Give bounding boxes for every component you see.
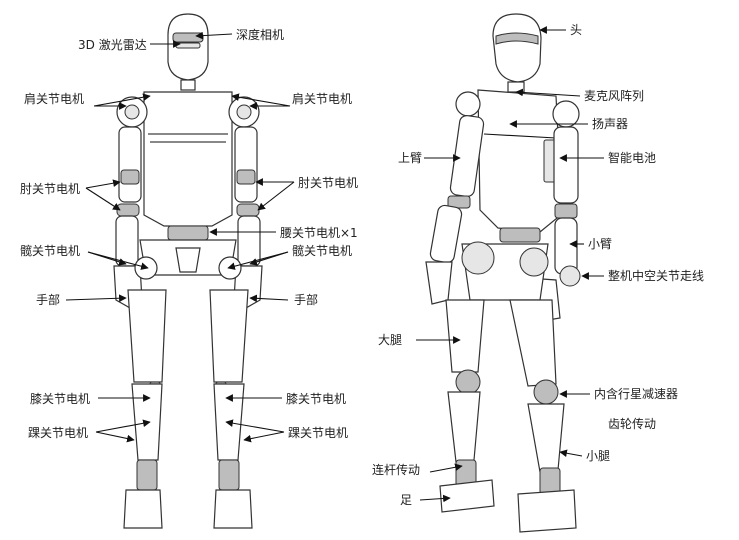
label-knee-left: 膝关节电机 — [30, 392, 91, 406]
label-shoulder-left: 肩关节电机 — [24, 92, 85, 106]
label-hollow-joint: 整机中空关节走线 — [608, 269, 705, 283]
label-hip-right: 髋关节电机 — [292, 244, 353, 258]
label-hand-right: 手部 — [294, 293, 319, 307]
label-linkage: 连杆传动 — [372, 463, 421, 477]
label-ankle-right: 踝关节电机 — [288, 426, 349, 440]
label-depth-camera: 深度相机 — [236, 28, 285, 42]
label-upper-arm: 上臂 — [398, 151, 423, 165]
label-gear-drive: 齿轮传动 — [608, 417, 657, 431]
label-elbow-left: 肘关节电机 — [20, 182, 81, 196]
label-knee-right: 膝关节电机 — [286, 392, 347, 406]
label-calf: 小腿 — [586, 449, 611, 463]
label-elbow-right: 肘关节电机 — [298, 176, 359, 190]
label-3d-lidar: 3D 激光雷达 — [78, 38, 147, 52]
label-forearm: 小臂 — [588, 237, 613, 251]
label-hand-left: 手部 — [36, 293, 61, 307]
label-planetary-reducer: 内含行星减速器 — [594, 387, 679, 401]
label-hip-left: 髋关节电机 — [20, 244, 81, 258]
side-leaders — [416, 26, 604, 503]
front-robot — [113, 13, 263, 529]
label-speaker: 扬声器 — [592, 117, 629, 131]
label-shoulder-right: 肩关节电机 — [292, 92, 353, 106]
label-mic-array: 麦克风阵列 — [584, 89, 645, 103]
label-smart-battery: 智能电池 — [608, 151, 657, 165]
label-foot: 足 — [400, 493, 413, 507]
label-head: 头 — [570, 23, 583, 37]
label-ankle-left: 踝关节电机 — [28, 426, 89, 440]
side-robot — [425, 13, 581, 533]
front-leaders — [65, 31, 295, 443]
label-thigh: 大腿 — [378, 333, 403, 347]
label-waist: 腰关节电机×1 — [280, 226, 358, 240]
